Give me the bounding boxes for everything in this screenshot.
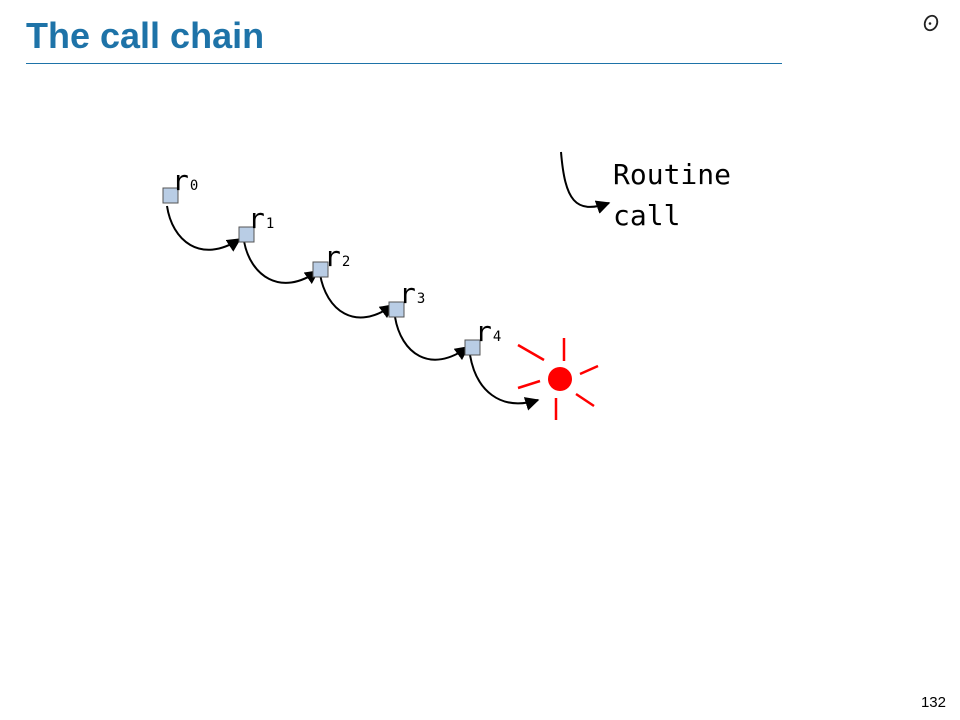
slide-number: 132 [920, 694, 946, 711]
call-arrow-r4-failure [469, 354, 540, 411]
routine-node-r1 [238, 226, 255, 243]
logo-icon [923, 14, 939, 32]
routine-node-r4 [464, 339, 481, 356]
page-title: The call chain [26, 15, 265, 56]
exception-burst-icon [517, 338, 599, 420]
routine-label-r0: r0 [172, 164, 198, 197]
routine-label-r4: r4 [475, 315, 501, 348]
call-arrow-r2-r3 [319, 273, 395, 319]
routine-node-r3 [388, 301, 405, 318]
call-arrow-r3-r4 [394, 316, 470, 361]
routine-label-r3: r3 [399, 277, 425, 310]
title-divider [26, 63, 782, 64]
routine-label-r1: r1 [248, 202, 274, 235]
curved-arrow-icon [560, 151, 611, 214]
routine-nodes [162, 187, 481, 356]
call-arrows [166, 205, 540, 411]
legend-label-call: call [613, 199, 680, 232]
call-arrow-r0-r1 [166, 205, 242, 252]
routine-node-r0 [162, 187, 179, 204]
routine-node-r2 [312, 261, 329, 278]
call-arrow-r1-r2 [243, 240, 320, 284]
routine-label-r2: r2 [324, 240, 350, 273]
legend-label-routine: Routine [613, 158, 731, 191]
